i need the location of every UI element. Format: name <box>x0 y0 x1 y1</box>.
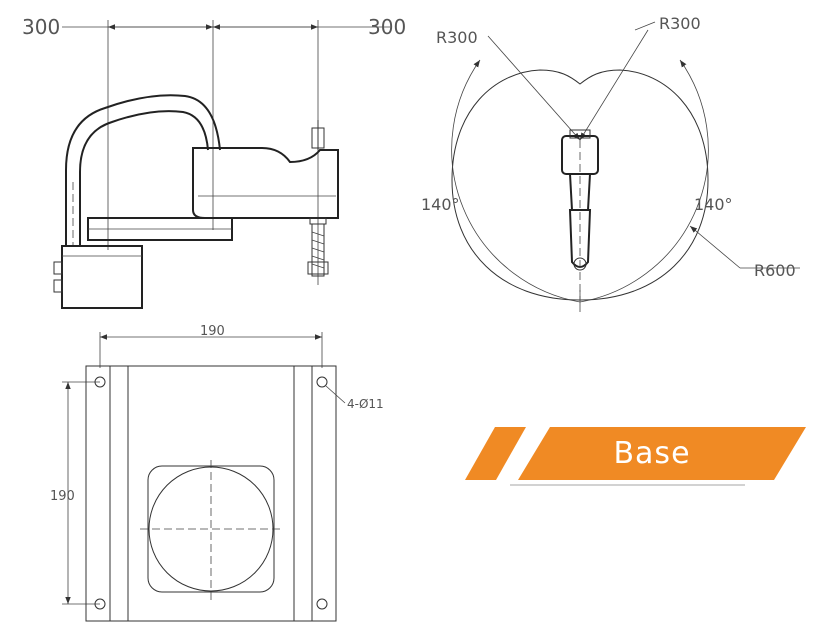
mount-hole <box>316 598 328 610</box>
base-width-label: 190 <box>200 324 225 339</box>
dim-right-label: 300 <box>368 15 406 39</box>
badge-label: Base <box>613 436 690 471</box>
badge-body <box>518 427 806 480</box>
hole-spec-label: 4-Ø11 <box>347 397 384 411</box>
radius-outer-label: R600 <box>754 261 796 280</box>
top-view: R300 R300 140° 140° R600 <box>421 14 800 312</box>
angle-arc-left <box>451 59 581 303</box>
angle-left-label: 140° <box>421 195 460 214</box>
section-badge: Base <box>465 427 806 486</box>
mount-hole <box>316 376 328 388</box>
upper-arm-housing <box>192 147 339 219</box>
mount-hole <box>94 598 106 610</box>
base-view: 190 190 4-Ø11 <box>50 324 384 622</box>
hole-callout-leader <box>325 385 346 404</box>
mount-hole <box>94 376 106 388</box>
leader-r300-right <box>579 29 649 141</box>
angle-arc-right <box>579 59 709 303</box>
base-box <box>61 245 143 309</box>
angle-right-label: 140° <box>694 195 733 214</box>
leader-r600 <box>689 225 741 269</box>
work-envelope <box>451 69 709 301</box>
cable-arm-outer <box>65 94 221 246</box>
dim-left-label: 300 <box>22 15 60 39</box>
badge-stripe <box>465 427 526 480</box>
robot-link-2 <box>568 209 592 268</box>
side-view: 300 300 <box>22 15 406 309</box>
leader-r300-left <box>487 35 581 141</box>
robot-base-top <box>561 135 599 175</box>
base-height-label: 190 <box>50 489 75 504</box>
ball-screw-shaft <box>311 224 325 277</box>
radius-left-label: R300 <box>436 28 478 47</box>
radius-right-label: R300 <box>659 14 701 33</box>
